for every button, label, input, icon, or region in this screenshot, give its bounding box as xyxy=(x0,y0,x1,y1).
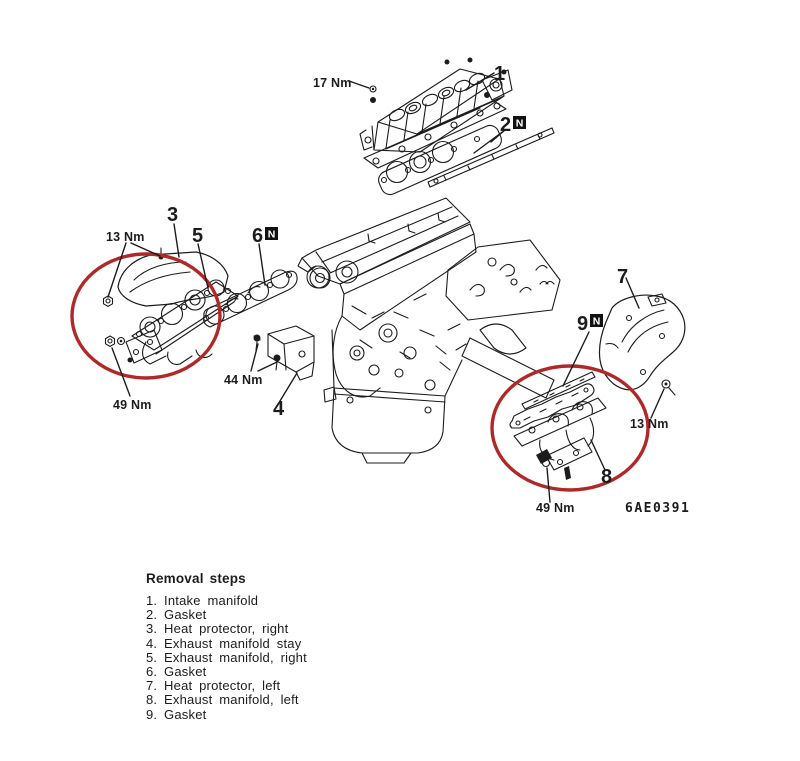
heat-protector-left-part xyxy=(598,293,686,391)
removal-steps: Removal steps 1. Intake manifold 2. Gask… xyxy=(146,571,446,722)
exhaust-gasket-right-part xyxy=(202,269,298,328)
part-label-2: 2 xyxy=(500,114,511,136)
torque-label-13nm-left: 13 Nm xyxy=(106,230,145,244)
figure-code: 6AE0391 xyxy=(625,501,690,516)
intake-gasket-part xyxy=(378,124,555,196)
engine-block-drawing xyxy=(297,197,561,464)
n-marker-text-6: N xyxy=(268,229,276,241)
part-label-1: 1 xyxy=(494,63,505,85)
part-label-6: 6 xyxy=(252,225,263,247)
bolt-13nm-right xyxy=(661,379,676,396)
torque-label-49nm-left: 49 Nm xyxy=(113,398,152,412)
highlight-circle-right xyxy=(490,364,650,492)
part-label-5: 5 xyxy=(192,225,203,247)
manifold-right-fasteners xyxy=(102,295,126,347)
removal-step-9: 9. Gasket xyxy=(146,706,207,722)
highlight-circle-left xyxy=(70,252,222,380)
non-reusable-marker-9 xyxy=(590,314,603,327)
intake-manifold-part xyxy=(359,57,513,169)
part-label-9: 9 xyxy=(577,313,588,335)
non-reusable-marker-2 xyxy=(513,116,526,129)
removal-step-4: 4. Exhaust manifold stay xyxy=(146,635,302,651)
removal-step-5: 5. Exhaust manifold, right xyxy=(146,649,307,665)
part-label-4: 4 xyxy=(273,398,285,420)
non-reusable-marker-6 xyxy=(265,227,278,240)
removal-step-8: 8. Exhaust manifold, left xyxy=(146,692,299,708)
exhaust-manifold-stay-part xyxy=(253,325,315,381)
torque-label-49nm-right: 49 Nm xyxy=(536,501,575,515)
removal-steps-title: Removal steps xyxy=(146,571,246,586)
removal-step-3: 3. Heat protector, right xyxy=(146,621,289,637)
n-marker-text-2: N xyxy=(516,118,524,130)
torque-label-17nm: 17 Nm xyxy=(313,76,352,90)
exhaust-manifold-left-part xyxy=(513,397,607,480)
removal-step-7: 7. Heat protector, left xyxy=(146,678,281,694)
leader-lines xyxy=(107,72,665,503)
exhaust-manifold-right-part xyxy=(125,279,239,365)
removal-step-2: 2. Gasket xyxy=(146,607,207,623)
n-marker-text-9: N xyxy=(593,316,601,328)
part-label-3: 3 xyxy=(167,204,178,226)
removal-step-6: 6. Gasket xyxy=(146,664,207,680)
removal-step-1: 1. Intake manifold xyxy=(146,593,259,608)
part-label-7: 7 xyxy=(617,266,628,288)
exhaust-gasket-left-part xyxy=(509,371,596,429)
part-label-8: 8 xyxy=(601,466,612,488)
torque-label-44nm: 44 Nm xyxy=(224,373,263,387)
torque-label-13nm-right: 13 Nm xyxy=(630,417,669,431)
diagram-labels: 17 Nm 1 2 N 13 Nm 3 5 6 N 44 Nm 4 49 Nm … xyxy=(106,63,690,516)
intake-bolts-17nm xyxy=(369,85,377,103)
